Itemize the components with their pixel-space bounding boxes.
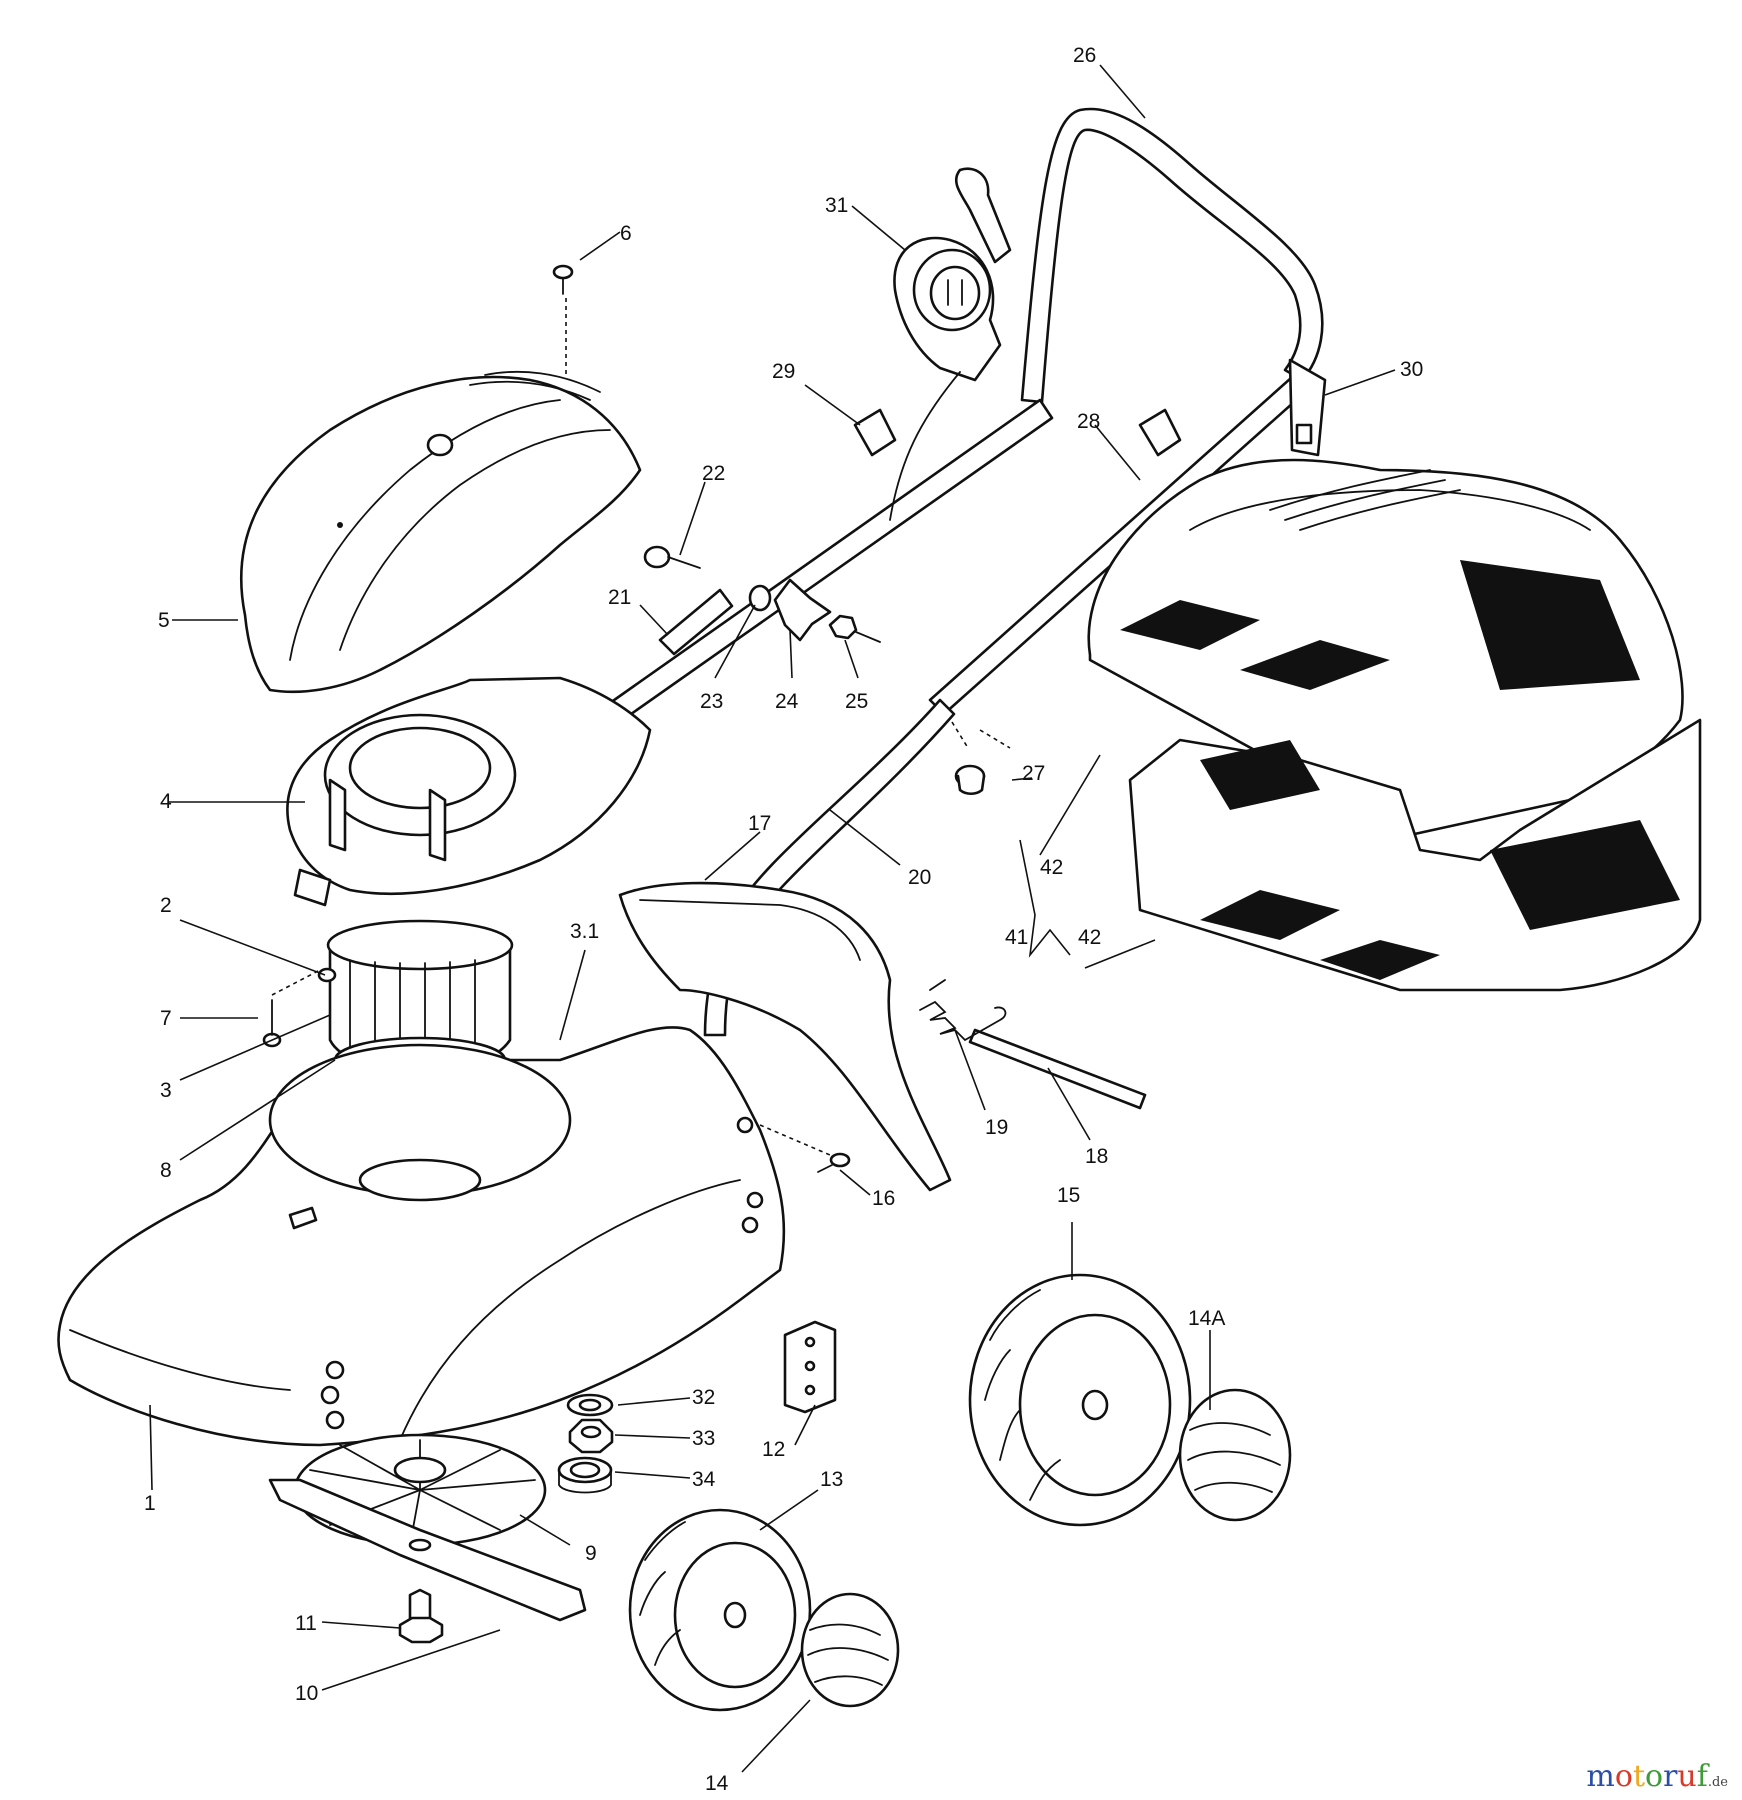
motor-screw (262, 967, 337, 1048)
torsion-spring (919, 979, 1007, 1041)
callout-label: 42 (1040, 856, 1063, 879)
callout-label: 3 (160, 1079, 172, 1102)
watermark-letter: f (1696, 1759, 1708, 1794)
callout-labels: 26 31 6 29 30 28 22 21 5 23 24 25 27 4 1… (144, 44, 1423, 1795)
motor-housing-top (286, 676, 652, 907)
callout-label: 3.1 (570, 920, 599, 943)
watermark-letter: o (1614, 1759, 1633, 1794)
rear-wheel (968, 1273, 1192, 1527)
callout-label: 1 (144, 1492, 156, 1515)
callout-label: 17 (748, 812, 771, 835)
callout-label: 16 (872, 1187, 895, 1210)
callout-label: 33 (692, 1427, 715, 1450)
axle-bracket (783, 1320, 837, 1414)
callout-label: 14A (1188, 1307, 1225, 1330)
callout-label: 27 (1022, 762, 1045, 785)
callout-label: 32 (692, 1386, 715, 1409)
callout-label: 20 (908, 866, 931, 889)
leader-lines (149, 64, 1396, 1773)
lower-handle-tube-left (658, 588, 734, 656)
bushing (557, 1456, 613, 1494)
knob-bolt (643, 545, 701, 569)
callout-label: 21 (608, 586, 631, 609)
cable-holder (1288, 358, 1327, 457)
callout-label: 25 (845, 690, 868, 713)
grass-box-lid-vents (1120, 560, 1640, 690)
callout-label: 22 (702, 462, 725, 485)
callout-label: 29 (772, 360, 795, 383)
lower-handle-tube-right (703, 698, 956, 1037)
grass-box-basket (1128, 718, 1702, 992)
callout-label: 7 (160, 1007, 172, 1030)
watermark-letter: r (1663, 1759, 1678, 1794)
callout-label: 34 (692, 1468, 716, 1491)
callout-label: 8 (160, 1159, 172, 1182)
callout-label: 15 (1057, 1184, 1080, 1207)
watermark-letter: m (1586, 1759, 1615, 1794)
knob-nut (828, 614, 881, 643)
watermark-letter: t (1632, 1759, 1645, 1794)
callout-label: 12 (762, 1438, 785, 1461)
callout-label: 9 (585, 1542, 597, 1565)
watermark-letter: u (1677, 1759, 1697, 1794)
callout-label: 26 (1073, 44, 1096, 67)
switch-plug (889, 167, 1012, 521)
cover-screw (552, 264, 574, 295)
callout-label: 19 (985, 1116, 1008, 1139)
cutting-blade (268, 1478, 587, 1622)
nut (568, 1418, 614, 1454)
watermark-tld: .de (1707, 1775, 1728, 1790)
watermark-letter: o (1645, 1759, 1664, 1794)
callout-label: 24 (775, 690, 799, 713)
callout-label: 23 (700, 690, 723, 713)
callout-label: 42 (1078, 926, 1101, 949)
hinge-pin (968, 1028, 1147, 1110)
knob-washer (748, 584, 772, 612)
mower-deck (57, 1026, 786, 1447)
side-screw (817, 1152, 851, 1173)
rear-flap (618, 881, 952, 1192)
callout-label: 4 (160, 790, 172, 813)
handle-plug (954, 764, 986, 796)
callout-label: 28 (1077, 410, 1100, 433)
front-wheel (628, 1508, 812, 1712)
callout-label: 18 (1085, 1145, 1108, 1168)
fan-impeller (293, 1433, 547, 1547)
callout-label: 5 (158, 609, 170, 632)
callout-label: 13 (820, 1468, 843, 1491)
star-knob (773, 578, 832, 642)
blade-bolt (398, 1588, 444, 1644)
motor-cover (239, 370, 642, 694)
callout-label: 14 (705, 1772, 729, 1795)
callout-label: 31 (825, 194, 848, 217)
washer (566, 1393, 614, 1417)
callout-label: 6 (620, 222, 632, 245)
handle-bar (1020, 107, 1324, 404)
front-hubcap (800, 1592, 900, 1708)
rear-hubcap (1178, 1388, 1292, 1522)
grass-box-lid (1087, 458, 1684, 837)
callout-label: 10 (295, 1682, 318, 1705)
watermark-logo: motoruf.de (1586, 1759, 1728, 1794)
callout-label: 11 (295, 1612, 317, 1635)
callout-label: 2 (160, 894, 172, 917)
callout-label: 30 (1400, 358, 1423, 381)
cable-clip (853, 408, 1182, 457)
callout-label: 41 (1005, 926, 1028, 949)
